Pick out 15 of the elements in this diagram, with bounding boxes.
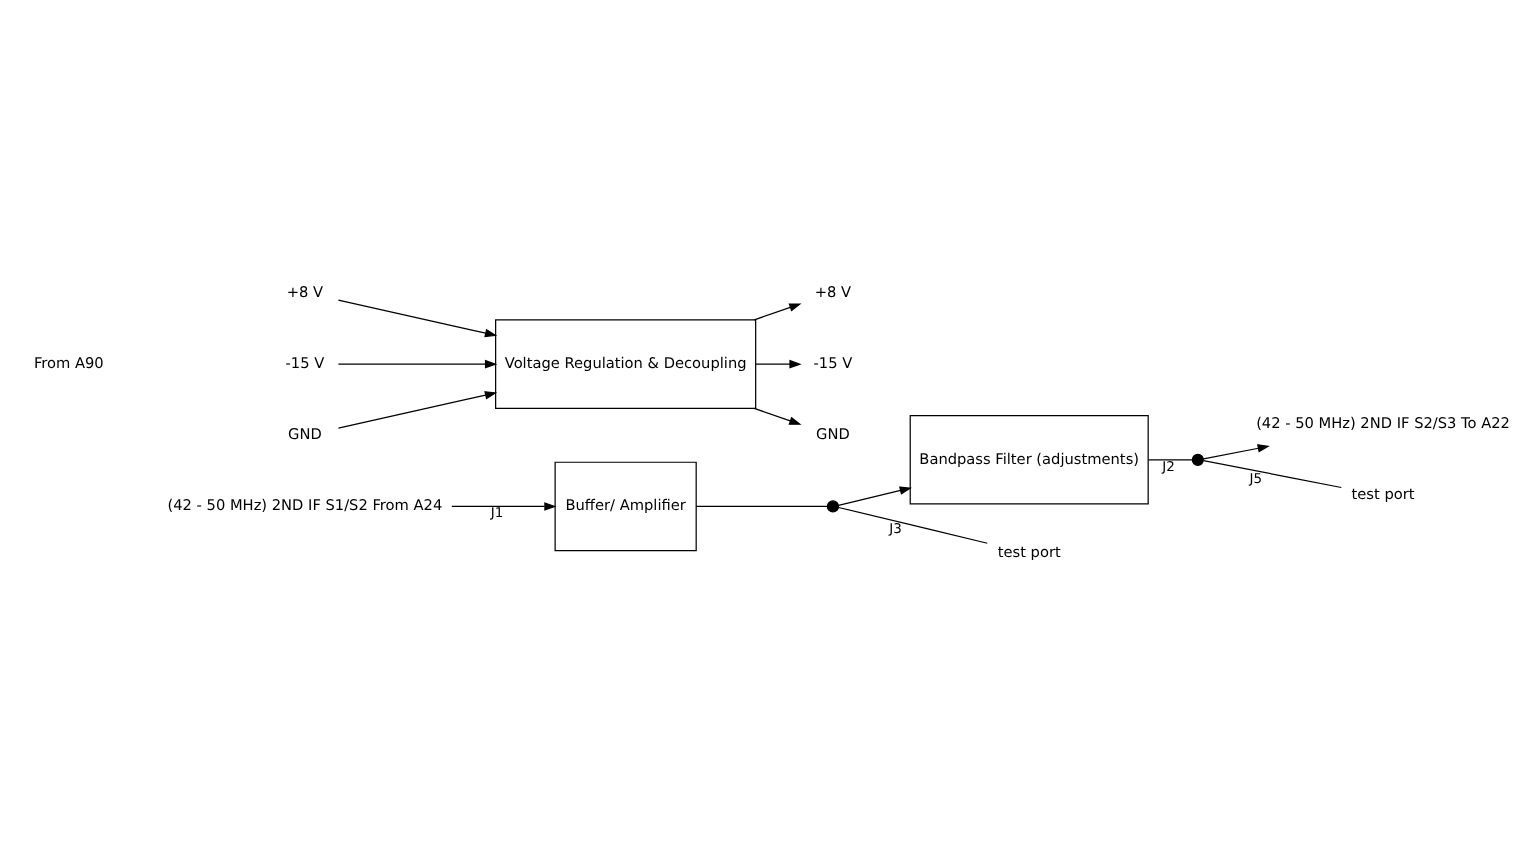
arrow [754, 359, 801, 369]
connector [1146, 459, 1192, 461]
connector [1201, 460, 1341, 489]
arrow [336, 299, 497, 338]
connector [694, 505, 827, 508]
arrow [336, 391, 497, 429]
node-circle [825, 500, 839, 513]
arrow [752, 407, 801, 425]
arrow [752, 303, 801, 321]
arrow [1201, 444, 1269, 460]
node-circle [1190, 453, 1203, 466]
arrow [450, 502, 556, 511]
arrow [336, 359, 497, 369]
connector [836, 506, 987, 544]
arrow [836, 486, 911, 506]
